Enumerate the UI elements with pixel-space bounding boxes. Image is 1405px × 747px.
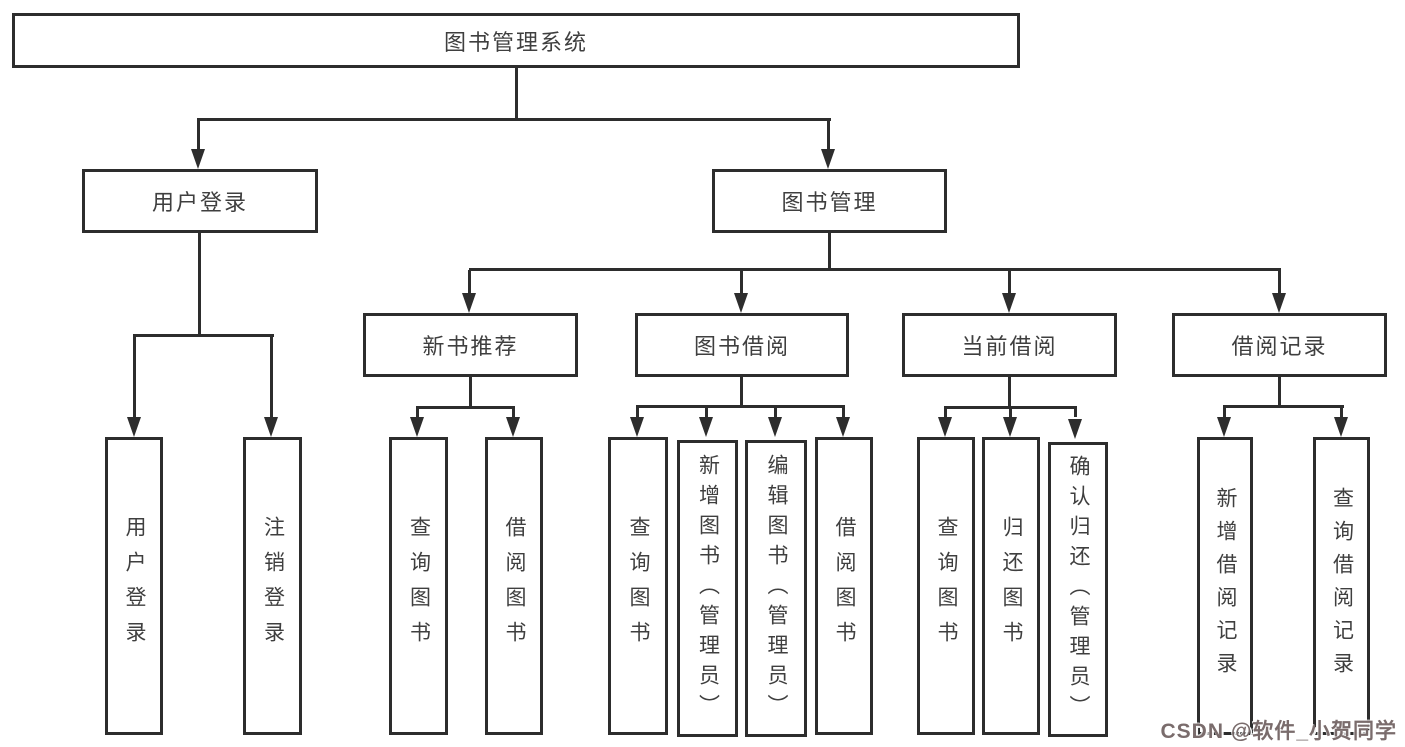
leaf-bw-edit-book-label: 编辑图书（管理员） bbox=[765, 453, 788, 724]
leaf-bw-add-book-label: 新增图书（管理员） bbox=[696, 453, 720, 724]
connector-line bbox=[827, 120, 830, 149]
leaf-nb-query-book-label: 查询图书 bbox=[407, 516, 431, 656]
leaf-rc-query-record-label: 查询借阅记录 bbox=[1330, 487, 1354, 685]
leaf-bw-add-book: 新增图书（管理员） bbox=[677, 440, 738, 737]
arrowhead-icon bbox=[264, 417, 278, 437]
connector-line bbox=[1278, 270, 1281, 293]
node-user-login: 用户登录 bbox=[82, 169, 318, 233]
connector-line bbox=[636, 407, 639, 417]
connector-line bbox=[1340, 407, 1343, 417]
connector-line bbox=[197, 118, 831, 121]
arrowhead-icon bbox=[1068, 419, 1082, 439]
node-root: 图书管理系统 bbox=[12, 13, 1020, 68]
leaf-user-login: 用户登录 bbox=[105, 437, 163, 735]
node-book-mgmt: 图书管理 bbox=[712, 169, 947, 233]
connector-line bbox=[468, 270, 471, 293]
node-current-borrow-label: 当前借阅 bbox=[961, 334, 1058, 359]
arrowhead-icon bbox=[462, 293, 476, 313]
arrowhead-icon bbox=[506, 417, 520, 437]
watermark: CSDN @软件_小贺同学 bbox=[1160, 720, 1397, 743]
arrowhead-icon bbox=[410, 417, 424, 437]
connector-line bbox=[1008, 377, 1011, 408]
leaf-nb-borrow-book-label: 借阅图书 bbox=[503, 516, 526, 656]
arrowhead-icon bbox=[699, 417, 713, 437]
connector-line bbox=[774, 407, 777, 417]
node-new-book-label: 新书推荐 bbox=[422, 334, 519, 359]
leaf-cu-return-book: 归还图书 bbox=[982, 437, 1040, 735]
arrowhead-icon bbox=[1003, 417, 1017, 437]
connector-line bbox=[636, 405, 845, 408]
node-current-borrow: 当前借阅 bbox=[902, 313, 1117, 377]
leaf-rc-add-record: 新增借阅记录 bbox=[1197, 437, 1253, 735]
leaf-nb-borrow-book: 借阅图书 bbox=[485, 437, 543, 735]
connector-line bbox=[705, 407, 708, 417]
arrowhead-icon bbox=[836, 417, 850, 437]
leaf-cu-return-book-label: 归还图书 bbox=[1000, 516, 1023, 656]
leaf-rc-add-record-label: 新增借阅记录 bbox=[1214, 487, 1237, 685]
arrowhead-icon bbox=[734, 293, 748, 313]
connector-line bbox=[133, 334, 274, 337]
leaf-bw-edit-book: 编辑图书（管理员） bbox=[745, 440, 807, 737]
arrowhead-icon bbox=[191, 149, 205, 169]
leaf-logout: 注销登录 bbox=[243, 437, 302, 735]
arrowhead-icon bbox=[127, 417, 141, 437]
connector-line bbox=[416, 408, 419, 417]
arrowhead-icon bbox=[1217, 417, 1231, 437]
connector-line bbox=[416, 406, 515, 409]
leaf-cu-query-book: 查询图书 bbox=[917, 437, 975, 735]
leaf-user-login-label: 用户登录 bbox=[123, 516, 146, 656]
connector-line bbox=[133, 336, 136, 417]
node-book-borrow-label: 图书借阅 bbox=[693, 334, 790, 359]
connector-line bbox=[512, 408, 515, 417]
arrowhead-icon bbox=[938, 417, 952, 437]
leaf-logout-label: 注销登录 bbox=[261, 516, 285, 656]
connector-line bbox=[1223, 405, 1344, 408]
connector-line bbox=[469, 377, 472, 408]
leaf-bw-borrow-book: 借阅图书 bbox=[815, 437, 873, 735]
node-new-book: 新书推荐 bbox=[363, 313, 578, 377]
connector-line bbox=[842, 407, 845, 417]
leaf-cu-confirm-return-label: 确认归还（管理员） bbox=[1067, 454, 1090, 725]
connector-line bbox=[1008, 270, 1011, 293]
node-book-borrow: 图书借阅 bbox=[635, 313, 849, 377]
node-book-mgmt-label: 图书管理 bbox=[781, 190, 878, 215]
leaf-rc-query-record: 查询借阅记录 bbox=[1313, 437, 1370, 735]
connector-line bbox=[270, 336, 273, 417]
connector-line bbox=[1223, 407, 1226, 417]
arrowhead-icon bbox=[821, 149, 835, 169]
arrowhead-icon bbox=[1334, 417, 1348, 437]
node-borrow-records-label: 借阅记录 bbox=[1231, 334, 1328, 359]
connector-line bbox=[944, 406, 1077, 409]
connector-line bbox=[198, 233, 201, 336]
connector-line bbox=[828, 233, 831, 270]
leaf-bw-query-book: 查询图书 bbox=[608, 437, 668, 735]
leaf-cu-confirm-return: 确认归还（管理员） bbox=[1048, 442, 1108, 737]
connector-line bbox=[740, 270, 743, 293]
connector-line bbox=[1278, 377, 1281, 407]
connector-line bbox=[515, 68, 518, 120]
arrowhead-icon bbox=[630, 417, 644, 437]
connector-line bbox=[1009, 408, 1012, 417]
connector-line bbox=[944, 408, 947, 417]
connector-line bbox=[740, 377, 743, 407]
arrowhead-icon bbox=[1002, 293, 1016, 313]
leaf-bw-borrow-book-label: 借阅图书 bbox=[833, 516, 856, 656]
connector-line bbox=[469, 268, 1281, 271]
node-root-label: 图书管理系统 bbox=[443, 29, 588, 55]
leaf-bw-query-book-label: 查询图书 bbox=[627, 516, 650, 656]
connector-line bbox=[197, 120, 200, 149]
leaf-cu-query-book-label: 查询图书 bbox=[935, 516, 958, 656]
node-borrow-records: 借阅记录 bbox=[1172, 313, 1387, 377]
node-user-login-label: 用户登录 bbox=[151, 190, 248, 215]
arrowhead-icon bbox=[768, 417, 782, 437]
leaf-nb-query-book: 查询图书 bbox=[389, 437, 448, 735]
connector-line bbox=[1074, 408, 1077, 417]
arrowhead-icon bbox=[1272, 293, 1286, 313]
